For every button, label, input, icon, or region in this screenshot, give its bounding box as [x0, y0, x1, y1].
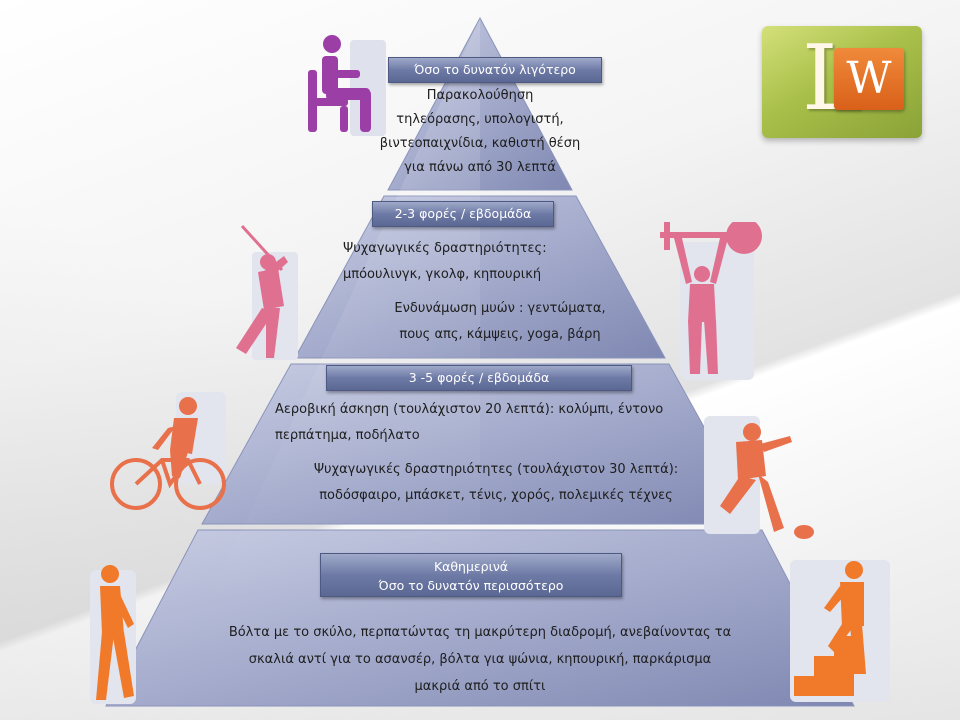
stair-climber-icon: [790, 560, 890, 702]
logo-letter-w: W: [834, 48, 904, 110]
tier4-line-3: μακριά από το σπίτι: [414, 679, 546, 694]
tier3-group1-line-2: περπάτημα, ποδήλατο: [275, 428, 420, 443]
lw-logo: L W: [762, 26, 922, 138]
tier1-line-4: για πάνω από 30 λεπτά: [404, 160, 556, 175]
pyramid-highlight: [200, 18, 480, 620]
tier4-band-line-2: Όσο το δυνατόν περισσότερο: [378, 578, 564, 593]
tier2-frequency-band: 2-3 φορές / εβδομάδα: [372, 201, 554, 227]
tier1-line-2: τηλεόρασης, υπολογιστή,: [396, 112, 564, 127]
tier3-group1-line-1: Αεροβική άσκηση (τουλάχιστον 20 λεπτά): …: [275, 402, 664, 417]
tier2-group2-line-1: Ενδυνάμωση μυών : γεντώματα,: [394, 301, 606, 316]
tier4-line-1: Βόλτα με το σκύλο, περπατώντας τη μακρύτ…: [228, 625, 732, 640]
tier2-group2-line-2: πους απς, κάμψεις, yoga, βάρη: [399, 327, 601, 342]
sitting-person-icon: [308, 35, 386, 136]
tier4-line-2: σκαλιά αντί για το ασανσέρ, βόλτα για ψώ…: [248, 652, 712, 667]
tier3-group2-line-2: ποδόσφαιρο, μπάσκετ, τένις, χορός, πολεμ…: [319, 488, 673, 503]
tier1-frequency-band: Όσο το δυνατόν λιγότερο: [388, 57, 602, 83]
golfer-icon: [236, 224, 298, 360]
tier2-group1-line-2: μπόουλινγκ, γκολφ, κηπουρική: [343, 267, 542, 282]
walking-person-icon: [90, 565, 136, 704]
cyclist-icon: [110, 392, 226, 510]
tier3-frequency-band: 3 -5 φορές / εβδομάδα: [326, 365, 632, 391]
weightlifter-icon: [660, 222, 762, 380]
soccer-player-icon: [704, 416, 814, 539]
tier4-frequency-band: Καθημερινά Όσο το δυνατόν περισσότερο: [320, 553, 622, 597]
tier4-band-line-1: Καθημερινά: [433, 559, 509, 574]
tier3-group2-line-1: Ψυχαγωγικές δραστηριότητες (τουλάχιστον …: [313, 462, 679, 477]
tier1-line-3: βιντεοπαιχνίδια, καθιστή θέση: [379, 136, 581, 151]
tier2-group1-line-1: Ψυχαγωγικές δραστηριότητες:: [343, 241, 547, 256]
tier1-line-1: Παρακολούθηση: [426, 88, 534, 103]
